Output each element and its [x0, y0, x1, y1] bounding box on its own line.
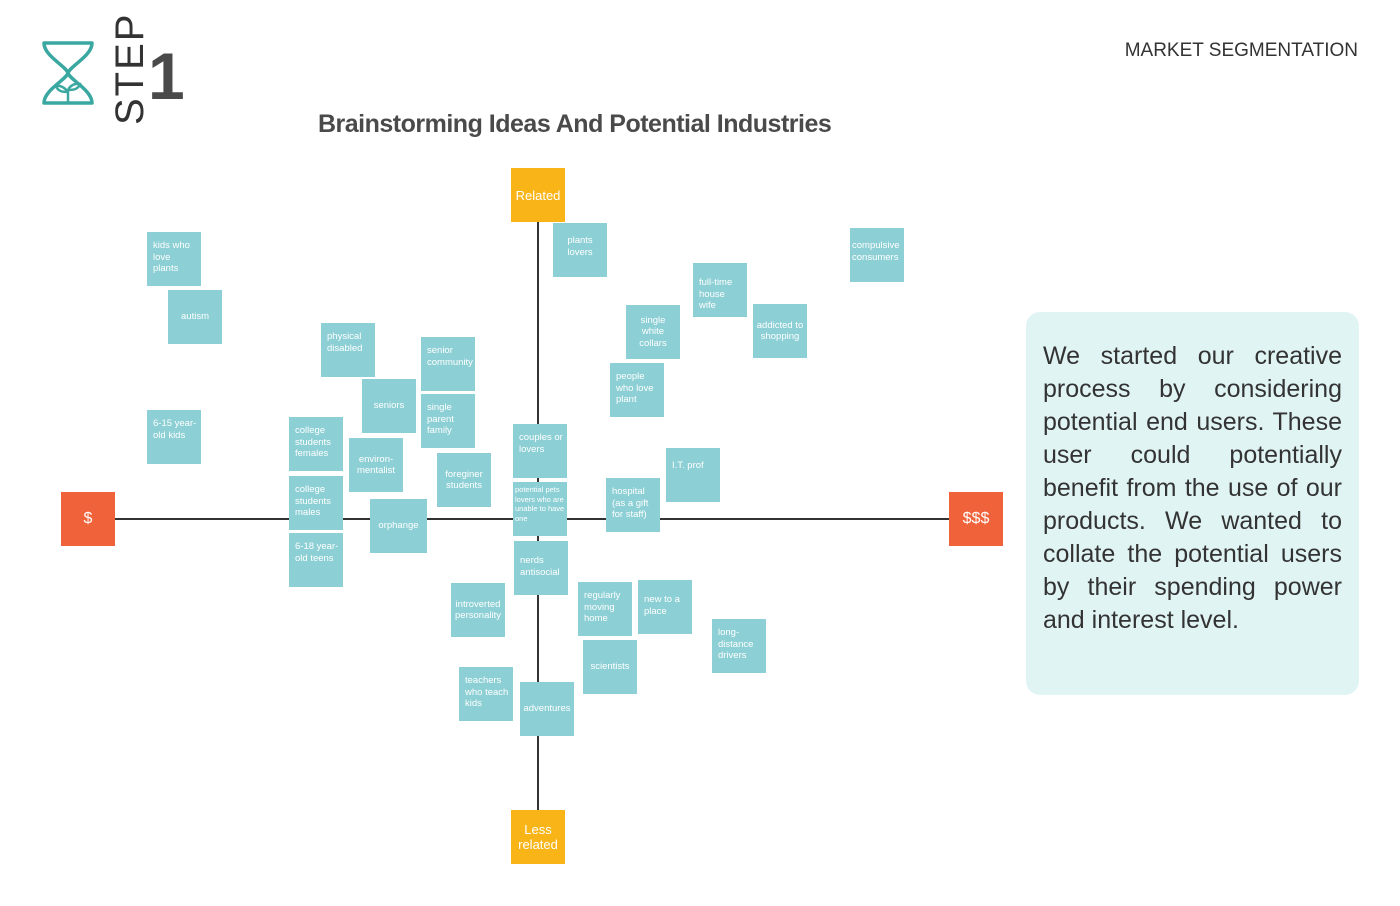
sticky-note: adventures	[520, 682, 574, 736]
sticky-note: teachers who teach kids	[459, 667, 513, 721]
sticky-note: new to a place	[638, 580, 692, 634]
section-title: MARKET SEGMENTATION	[1124, 40, 1358, 61]
axis-label-low-spend: $	[61, 492, 115, 546]
sticky-note: college students males	[289, 476, 343, 530]
sticky-note: 6-18 year-old teens	[289, 533, 343, 587]
sticky-note: nerds antisocial	[514, 541, 568, 595]
sticky-note: scientists	[583, 640, 637, 694]
sticky-note: foreginer students	[437, 453, 491, 507]
sticky-note: addicted to shopping	[753, 304, 807, 358]
sticky-note: single parent family	[421, 394, 475, 448]
description-panel: We started our creative process by consi…	[1026, 312, 1359, 695]
sticky-note: single white collars	[626, 305, 680, 359]
sticky-note: senior community	[421, 337, 475, 391]
axis-label-less-related: Less related	[511, 810, 565, 864]
sticky-note: kids who love plants	[147, 232, 201, 286]
sticky-note: orphange	[370, 499, 427, 553]
sticky-note: couples or lovers	[513, 424, 567, 478]
step-number: 1	[148, 39, 185, 113]
sticky-note: 6-15 year-old kids	[147, 410, 201, 464]
sticky-note: seniors	[362, 379, 416, 433]
sticky-note: long-distance drivers	[712, 619, 766, 673]
sticky-note: regularly moving home	[578, 582, 632, 636]
hourglass-sprout-logo	[42, 41, 94, 105]
axis-label-related: Related	[511, 168, 565, 222]
sticky-note: autism	[168, 290, 222, 344]
sticky-note: introverted personality	[451, 583, 505, 637]
sticky-note: I.T. prof	[666, 448, 720, 502]
sticky-note: full-time house wife	[693, 263, 747, 317]
sticky-note: people who love plant	[610, 363, 664, 417]
step-label: STEP	[108, 12, 152, 125]
page-title: Brainstorming Ideas And Potential Indust…	[318, 110, 832, 138]
sticky-note: potential pets lovers who are unable to …	[513, 482, 567, 536]
sticky-note: plants lovers	[553, 223, 607, 277]
sticky-note: college students females	[289, 417, 343, 471]
axis-label-high-spend: $$$	[949, 492, 1003, 546]
sticky-note: compulsive consumers	[850, 228, 904, 282]
sticky-note: hospital (as a gift for staff)	[606, 478, 660, 532]
description-text: We started our creative process by consi…	[1043, 342, 1342, 634]
sticky-note: environ-mentalist	[349, 438, 403, 492]
sticky-note: physical disabled	[321, 323, 375, 377]
